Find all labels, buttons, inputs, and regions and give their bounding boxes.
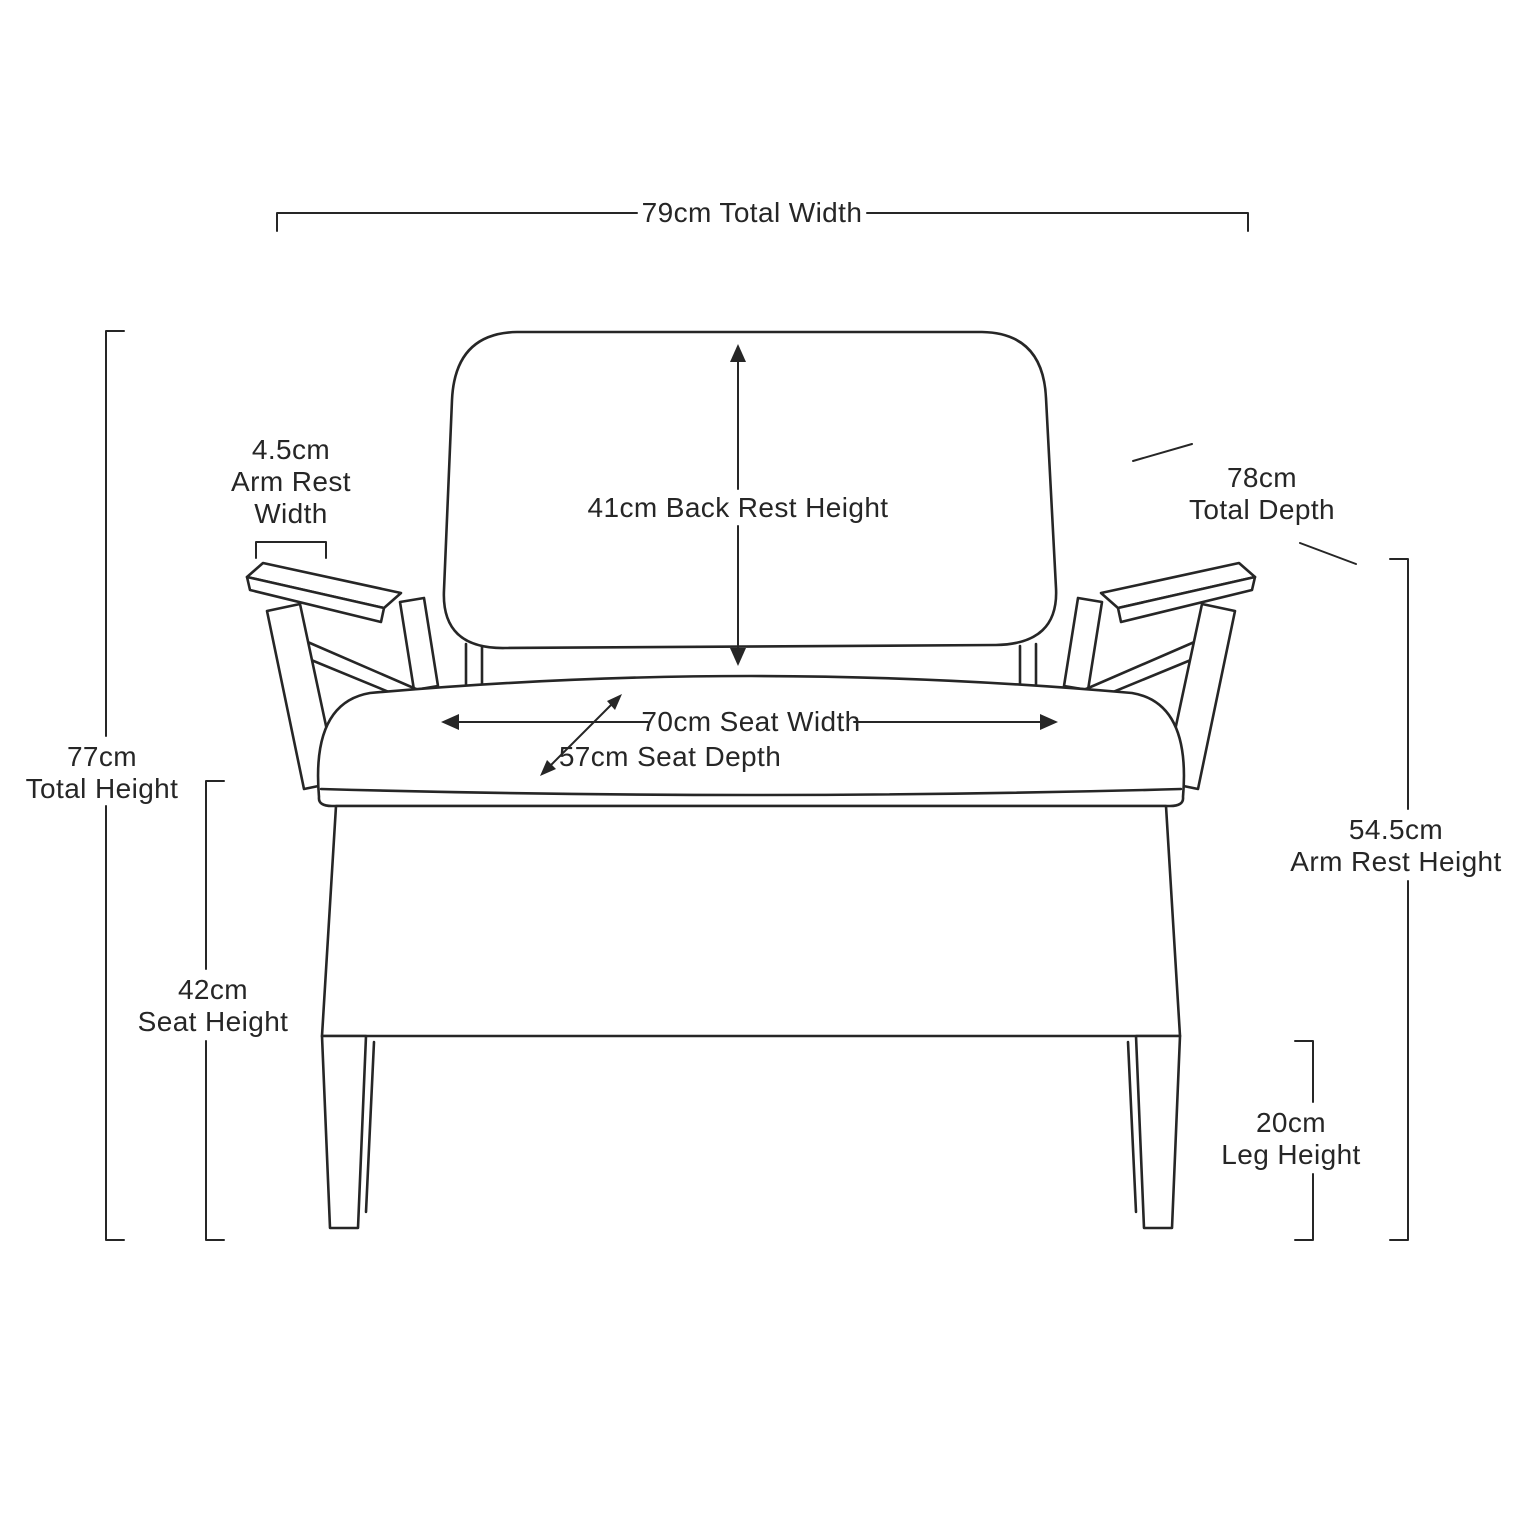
leg-height-label: 20cm [1256, 1107, 1326, 1138]
arm-rest-width-label: Width [254, 498, 328, 529]
seat-width-label: 70cm Seat Width [641, 706, 860, 737]
leg-height-line [1294, 1040, 1314, 1241]
arm-rest-width-label: Arm Rest [231, 466, 351, 497]
seat-depth-dimension [540, 694, 622, 776]
seat-height-dimension [205, 780, 225, 1241]
seat-height-label: Seat Height [138, 1006, 289, 1037]
seat-depth-label: 57cm Seat Depth [559, 741, 781, 772]
total-depth-label: Total Depth [1189, 494, 1335, 525]
arrow-down-icon [730, 648, 746, 666]
arm-rest-height-label: Arm Rest Height [1290, 846, 1501, 877]
seat-height-label: 42cm [178, 974, 248, 1005]
right-armrest-front [1116, 575, 1257, 624]
total-depth-label: 78cm [1227, 462, 1297, 493]
seat-depth-line [548, 702, 614, 768]
dimension-annotations [105, 212, 1409, 1241]
total-width-label: 79cm Total Width [642, 197, 863, 228]
arm-rest-height-line [1389, 558, 1409, 1241]
arrow-down-left-icon [540, 760, 556, 776]
arm-rest-height-dimension [1389, 558, 1409, 1241]
back-rest-height-label: 41cm Back Rest Height [588, 492, 889, 523]
arrow-left-icon [441, 714, 459, 730]
total-depth-dimension [1132, 443, 1357, 565]
left-armrest-front [245, 575, 386, 624]
total-height-dimension [105, 330, 125, 1241]
left-arm-rear-post [398, 596, 440, 692]
total-height-label: 77cm [67, 741, 137, 772]
front-right-leg [1134, 1034, 1182, 1230]
seat-cushion [316, 674, 1186, 808]
total-depth-line [1132, 443, 1357, 565]
leg-height-dimension [1294, 1040, 1314, 1241]
front-left-leg [320, 1034, 368, 1230]
base-frame [320, 804, 1182, 1038]
total-height-line [105, 330, 125, 1241]
back-frame-posts [464, 642, 1038, 692]
dimension-labels: 79cm Total Width 4.5cm Arm Rest Width 41… [26, 197, 1502, 1170]
total-height-label: Total Height [26, 773, 179, 804]
arm-rest-width-line [255, 541, 327, 559]
backrest-cushion [442, 330, 1058, 650]
back-rest-height-dimension [730, 344, 746, 666]
chair-drawing [245, 330, 1257, 1230]
arrow-right-icon [1040, 714, 1058, 730]
arm-rest-width-dimension [255, 541, 327, 559]
total-width-dimension [276, 212, 1249, 232]
right-arm-rear-post [1062, 596, 1104, 692]
seat-width-dimension [441, 714, 1058, 730]
arm-rest-width-label: 4.5cm [252, 434, 330, 465]
total-width-line [276, 212, 1249, 232]
rear-legs [364, 1040, 1138, 1214]
arrow-up-right-icon [607, 694, 622, 710]
leg-height-label: Leg Height [1221, 1139, 1360, 1170]
arm-rest-height-label: 54.5cm [1349, 814, 1443, 845]
arrow-up-icon [730, 344, 746, 362]
seat-height-line [205, 780, 225, 1241]
seat-cushion-seam [319, 787, 1183, 797]
